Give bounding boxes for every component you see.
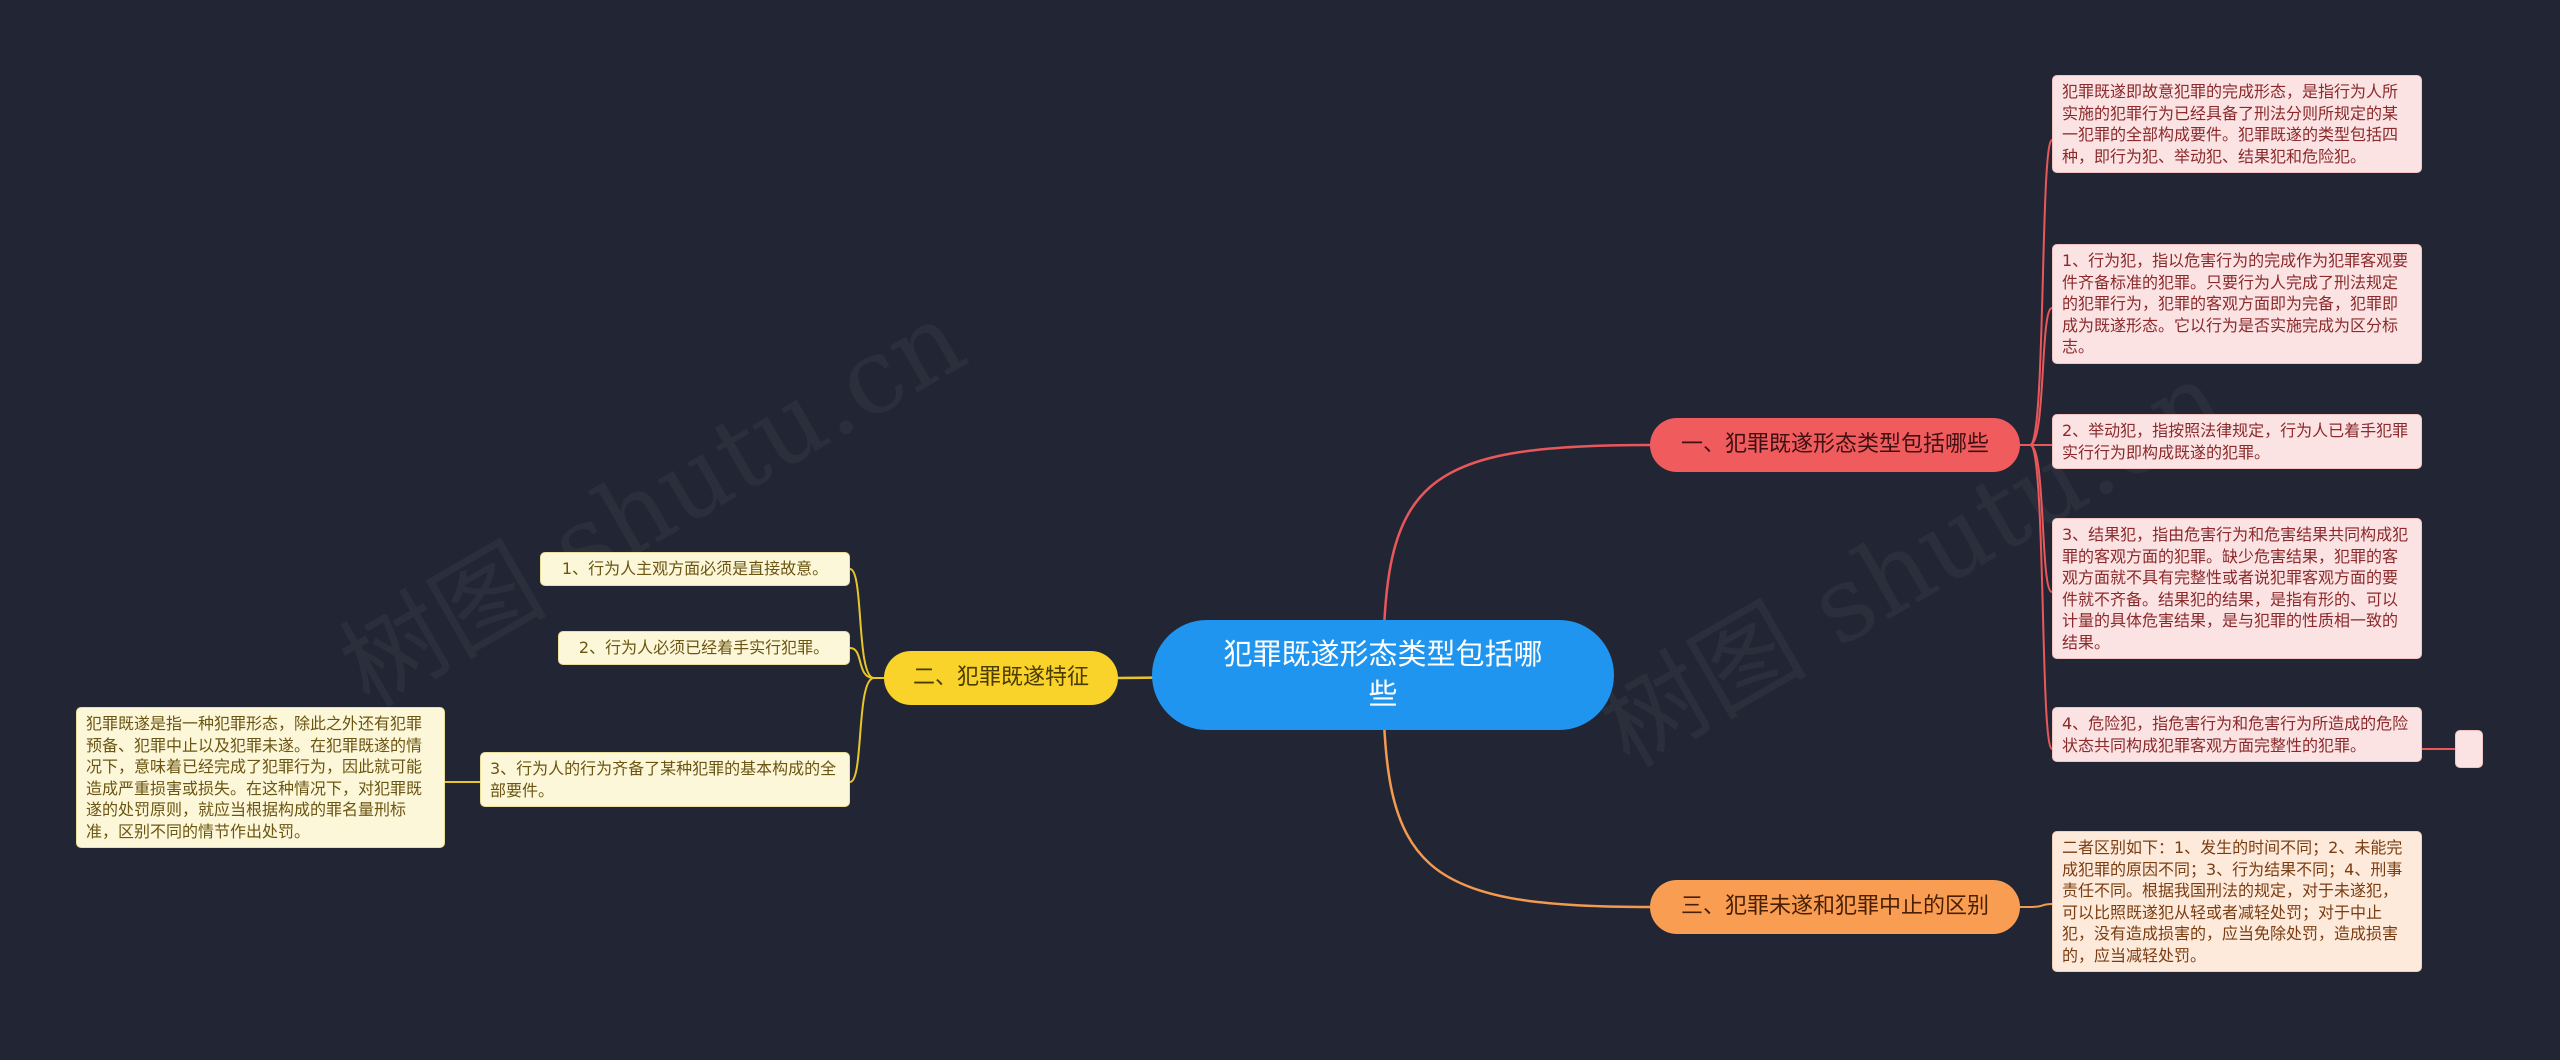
branch-features[interactable]: 二、犯罪既遂特征 xyxy=(884,651,1118,705)
leaf-types-act-crime[interactable]: 2、举动犯，指按照法律规定，行为人已着手犯罪实行行为即构成既遂的犯罪。 xyxy=(2052,414,2422,469)
connector-types-leaf-1 xyxy=(2020,139,2053,446)
connector-features-leaf-2 xyxy=(849,647,884,679)
connector-types-leaf-2 xyxy=(2020,307,2053,446)
branch-types[interactable]: 一、犯罪既遂形态类型包括哪些 xyxy=(1650,418,2020,472)
leaf-types-behavior-crime[interactable]: 1、行为犯，指以危害行为的完成作为犯罪客观要件齐备标准的犯罪。只要行为人完成了刑… xyxy=(2052,244,2422,364)
leaf-types-result-crime[interactable]: 3、结果犯，指由危害行为和危害结果共同构成犯罪的客观方面的犯罪。缺少危害结果，犯… xyxy=(2052,518,2422,659)
connector-root-types xyxy=(1381,443,1651,676)
connector-types-leaf-5 xyxy=(2020,444,2053,750)
leaf-empty-note[interactable] xyxy=(2455,730,2483,768)
leaf-features-elements[interactable]: 3、行为人的行为齐备了某种犯罪的基本构成的全部要件。 xyxy=(480,752,850,807)
connector-features-leaf-1 xyxy=(849,568,884,679)
connector-features-leaf-3 xyxy=(849,677,884,783)
branch-difference[interactable]: 三、犯罪未遂和犯罪中止的区别 xyxy=(1650,880,2020,934)
connector-root-difference xyxy=(1381,674,1651,909)
leaf-features-explanation[interactable]: 犯罪既遂是指一种犯罪形态，除此之外还有犯罪预备、犯罪中止以及犯罪未遂。在犯罪既遂… xyxy=(76,707,445,848)
leaf-features-commenced[interactable]: 2、行为人必须已经着手实行犯罪。 xyxy=(558,631,850,665)
leaf-features-intent[interactable]: 1、行为人主观方面必须是直接故意。 xyxy=(540,552,850,586)
leaf-difference-detail[interactable]: 二者区别如下：1、发生的时间不同；2、未能完成犯罪的原因不同；3、行为结果不同；… xyxy=(2052,831,2422,972)
leaf-types-definition[interactable]: 犯罪既遂即故意犯罪的完成形态，是指行为人所实施的犯罪行为已经具备了刑法分则所规定… xyxy=(2052,75,2422,173)
connector-difference-leaf xyxy=(2020,903,2053,908)
leaf-types-danger-crime[interactable]: 4、危险犯，指危害行为和危害行为所造成的危险状态共同构成犯罪客观方面完整性的犯罪… xyxy=(2052,707,2422,762)
root-topic[interactable]: 犯罪既遂形态类型包括哪些 xyxy=(1152,620,1614,730)
